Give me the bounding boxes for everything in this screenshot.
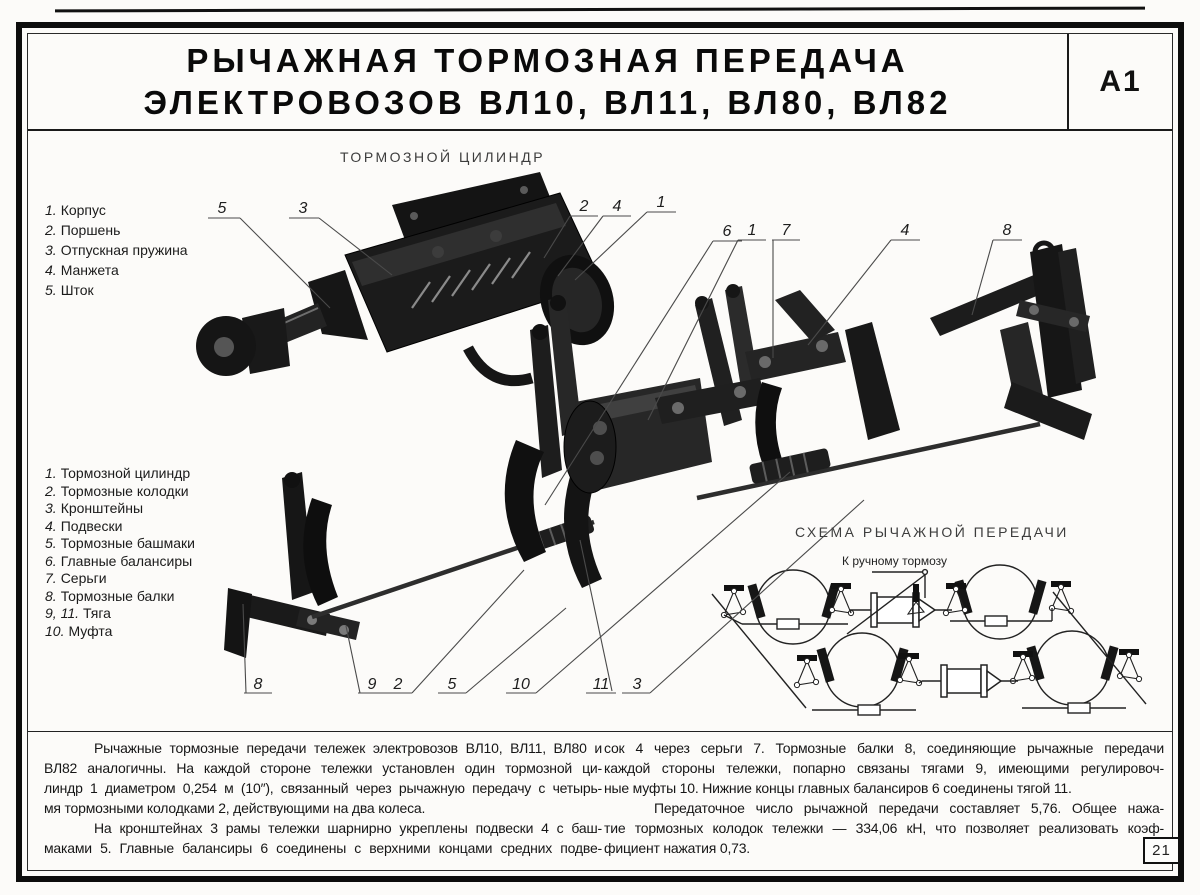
callout-number: 4 bbox=[613, 198, 622, 215]
leader-lines bbox=[208, 211, 1022, 694]
text-line: линдр 1 диаметром 0,254 м (10″), связанн… bbox=[44, 780, 602, 796]
list-item: 2.Поршень bbox=[45, 220, 188, 240]
part-number: 2. bbox=[45, 222, 57, 238]
text-line: фициент нажатия 0,73. bbox=[604, 840, 750, 856]
outer-frame bbox=[16, 22, 1184, 882]
list-item: 5.Тормозные башмаки bbox=[45, 535, 195, 553]
part-number: 1. bbox=[45, 465, 57, 481]
text-line: тие тормозных колодок тележки — 334,06 к… bbox=[604, 820, 1164, 836]
part-number: 1. bbox=[45, 202, 57, 218]
list-item: 4.Манжета bbox=[45, 260, 188, 280]
page-title: РЫЧАЖНАЯ ТОРМОЗНАЯ ПЕРЕДАЧА ЭЛЕКТРОВОЗОВ… bbox=[28, 40, 1067, 124]
cylinder-parts-list: 1.Корпус 2.Поршень 3.Отпускная пружина 4… bbox=[45, 200, 188, 300]
cylinder-figure-label: ТОРМОЗНОЙ ЦИЛИНДР bbox=[340, 149, 546, 165]
part-number: 9, 11. bbox=[45, 605, 79, 621]
rigging-parts-list: 1.Тормозной цилиндр 2.Тормозные колодки … bbox=[45, 465, 195, 640]
part-number: 5. bbox=[45, 535, 57, 551]
part-name: Подвески bbox=[60, 517, 123, 534]
part-name: Тормозные колодки bbox=[60, 482, 189, 499]
part-name: Отпускная пружина bbox=[60, 242, 188, 258]
callout-number: 11 bbox=[593, 676, 610, 693]
part-number: 4. bbox=[45, 517, 57, 534]
list-item: 3.Отпускная пружина bbox=[45, 240, 188, 260]
callout-number: 6 bbox=[723, 223, 732, 240]
callout-number: 10 bbox=[512, 676, 530, 693]
list-item: 4.Подвески bbox=[45, 518, 195, 536]
text-line: мя тормозными колодками 2, действующими … bbox=[44, 800, 426, 816]
part-name: Манжета bbox=[60, 262, 119, 278]
sheet-code-box: А1 bbox=[1067, 34, 1172, 129]
part-number: 3. bbox=[45, 242, 57, 258]
part-name: Шток bbox=[60, 282, 94, 298]
callout-number: 8 bbox=[254, 676, 263, 693]
part-number: 2. bbox=[45, 482, 57, 499]
part-name: Кронштейны bbox=[60, 500, 144, 516]
list-item: 8.Тормозные балки bbox=[45, 588, 195, 606]
text-line: На кронштейнах 3 рамы тележки шарнирно у… bbox=[94, 820, 602, 836]
brake-rigging-illustration bbox=[224, 240, 1096, 658]
part-number: 5. bbox=[45, 282, 57, 298]
text-line: сок 4 через серьги 7. Тормозные балки 8,… bbox=[604, 740, 1164, 756]
callout-number: 5 bbox=[448, 676, 457, 693]
list-item: 6.Главные балансиры bbox=[45, 553, 195, 571]
callout-number: 3 bbox=[299, 200, 308, 217]
text-line: ные муфты 10. Нижние концы главных балан… bbox=[604, 780, 1072, 796]
inner-frame bbox=[27, 33, 1173, 871]
text-column-left: Рычажные тормозные передачи тележек элек… bbox=[44, 738, 602, 858]
callout-number: 4 bbox=[901, 222, 910, 239]
page-number-box: 21 bbox=[1143, 837, 1180, 864]
list-item: 5.Шток bbox=[45, 280, 188, 300]
brake-cylinder-illustration bbox=[196, 172, 615, 387]
callout-number: 1 bbox=[748, 222, 757, 239]
text-line: ВЛ82 аналогичны. На каждой стороне тележ… bbox=[44, 760, 602, 776]
title-band: РЫЧАЖНАЯ ТОРМОЗНАЯ ПЕРЕДАЧА ЭЛЕКТРОВОЗОВ… bbox=[28, 34, 1172, 131]
text-line: Передаточное число рычажной передачи сос… bbox=[654, 800, 1164, 816]
handbrake-label: К ручному тормозу bbox=[842, 554, 947, 568]
text-line: Рычажные тормозные передачи тележек элек… bbox=[94, 740, 602, 756]
schematic-figure-label: СХЕМА РЫЧАЖНОЙ ПЕРЕДАЧИ bbox=[795, 524, 1069, 540]
callout-numbers: 5 3 2 4 1 6 1 7 4 8 8 9 2 5 10 11 3 bbox=[218, 194, 1012, 693]
part-name: Серьги bbox=[60, 570, 107, 586]
list-item: 3.Кронштейны bbox=[45, 500, 195, 518]
part-name: Корпус bbox=[60, 202, 106, 218]
rigging-schematic bbox=[711, 564, 1147, 716]
title-line-1: РЫЧАЖНАЯ ТОРМОЗНАЯ ПЕРЕДАЧА bbox=[186, 42, 909, 79]
part-name: Тормозной цилиндр bbox=[60, 465, 191, 481]
callout-number: 7 bbox=[782, 222, 792, 239]
part-number: 8. bbox=[45, 587, 57, 604]
part-number: 10. bbox=[45, 622, 65, 639]
list-item: 10.Муфта bbox=[45, 623, 195, 641]
title-line-2: ЭЛЕКТРОВОЗОВ ВЛ10, ВЛ11, ВЛ80, ВЛ82 bbox=[143, 84, 952, 121]
list-item: 9, 11.Тяга bbox=[45, 605, 195, 623]
text-column-right: сок 4 через серьги 7. Тормозные балки 8,… bbox=[604, 738, 1164, 858]
list-item: 7.Серьги bbox=[45, 570, 195, 588]
list-item: 1.Корпус bbox=[45, 200, 188, 220]
part-name: Главные балансиры bbox=[60, 552, 193, 569]
callout-number: 9 bbox=[368, 676, 377, 693]
part-name: Тормозные башмаки bbox=[60, 535, 195, 551]
part-number: 3. bbox=[45, 500, 57, 516]
callout-number: 5 bbox=[218, 200, 227, 217]
sheet-code: А1 bbox=[1099, 64, 1142, 98]
text-line: маками 5. Главные балансиры 6 соединены … bbox=[44, 840, 602, 856]
part-name: Тормозные балки bbox=[60, 587, 175, 604]
part-name: Тяга bbox=[83, 605, 111, 621]
part-name: Муфта bbox=[68, 622, 113, 639]
callout-number: 2 bbox=[393, 676, 403, 693]
part-name: Поршень bbox=[60, 222, 121, 238]
part-number: 4. bbox=[45, 262, 57, 278]
callout-number: 1 bbox=[657, 194, 666, 211]
callout-number: 8 bbox=[1003, 222, 1012, 239]
poster-content: 5 3 2 4 1 6 1 7 4 8 8 9 2 5 10 11 3 ТОРМ… bbox=[28, 133, 1172, 731]
description-text-block: Рычажные тормозные передачи тележек элек… bbox=[28, 731, 1172, 861]
callout-number: 3 bbox=[633, 676, 642, 693]
callout-number: 2 bbox=[579, 198, 589, 215]
text-line: каждой стороны тележки, попарно связаны … bbox=[604, 760, 1164, 776]
list-item: 2.Тормозные колодки bbox=[45, 483, 195, 501]
list-item: 1.Тормозной цилиндр bbox=[45, 465, 195, 483]
part-number: 7. bbox=[45, 570, 57, 586]
page-number: 21 bbox=[1152, 842, 1171, 859]
part-number: 6. bbox=[45, 552, 57, 569]
